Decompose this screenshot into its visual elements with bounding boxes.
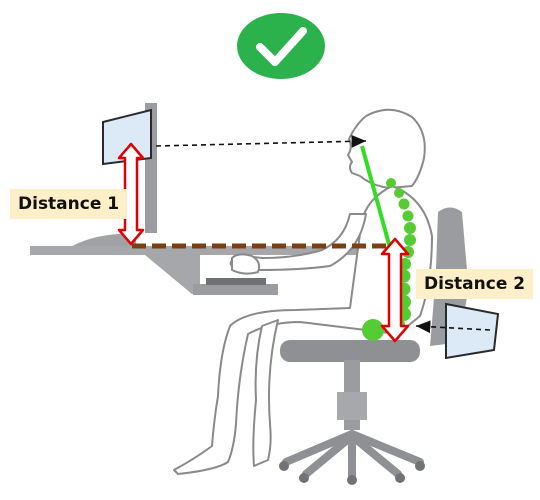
lumbar-cushion bbox=[445, 302, 500, 360]
monitor-screen bbox=[102, 108, 152, 166]
posture-line bbox=[360, 145, 392, 249]
keyboard bbox=[206, 278, 266, 285]
distance1-label: Distance 1 bbox=[10, 189, 128, 219]
chair-base bbox=[282, 429, 424, 480]
check-badge bbox=[237, 13, 325, 79]
monitor-stand-foot bbox=[72, 233, 136, 246]
person-leg bbox=[252, 319, 279, 467]
person-body bbox=[173, 185, 433, 475]
person-hand bbox=[231, 253, 261, 275]
sight-line-arrow bbox=[155, 134, 367, 148]
chair-wheel bbox=[279, 461, 289, 471]
person-arm bbox=[229, 213, 367, 271]
monitor bbox=[72, 103, 157, 246]
desk bbox=[30, 246, 390, 295]
chair-wheel bbox=[347, 475, 357, 485]
chair-seat bbox=[280, 340, 420, 362]
distance2-label: Distance 2 bbox=[416, 269, 534, 299]
badge-circle bbox=[237, 13, 325, 79]
keyboard-tray bbox=[193, 284, 278, 295]
lumbar-support bbox=[415, 302, 500, 360]
chair-wheel bbox=[415, 461, 425, 471]
distance2-arrow bbox=[380, 237, 410, 343]
lumbar-arrow bbox=[415, 320, 491, 334]
chair-wheel bbox=[299, 473, 309, 483]
chair-column bbox=[337, 392, 367, 420]
person-head bbox=[347, 108, 426, 189]
chair-wheel bbox=[395, 473, 405, 483]
desk-bracket bbox=[145, 255, 200, 294]
distance1-arrow bbox=[117, 142, 145, 246]
check-icon bbox=[256, 27, 307, 66]
desk-top bbox=[30, 246, 390, 255]
